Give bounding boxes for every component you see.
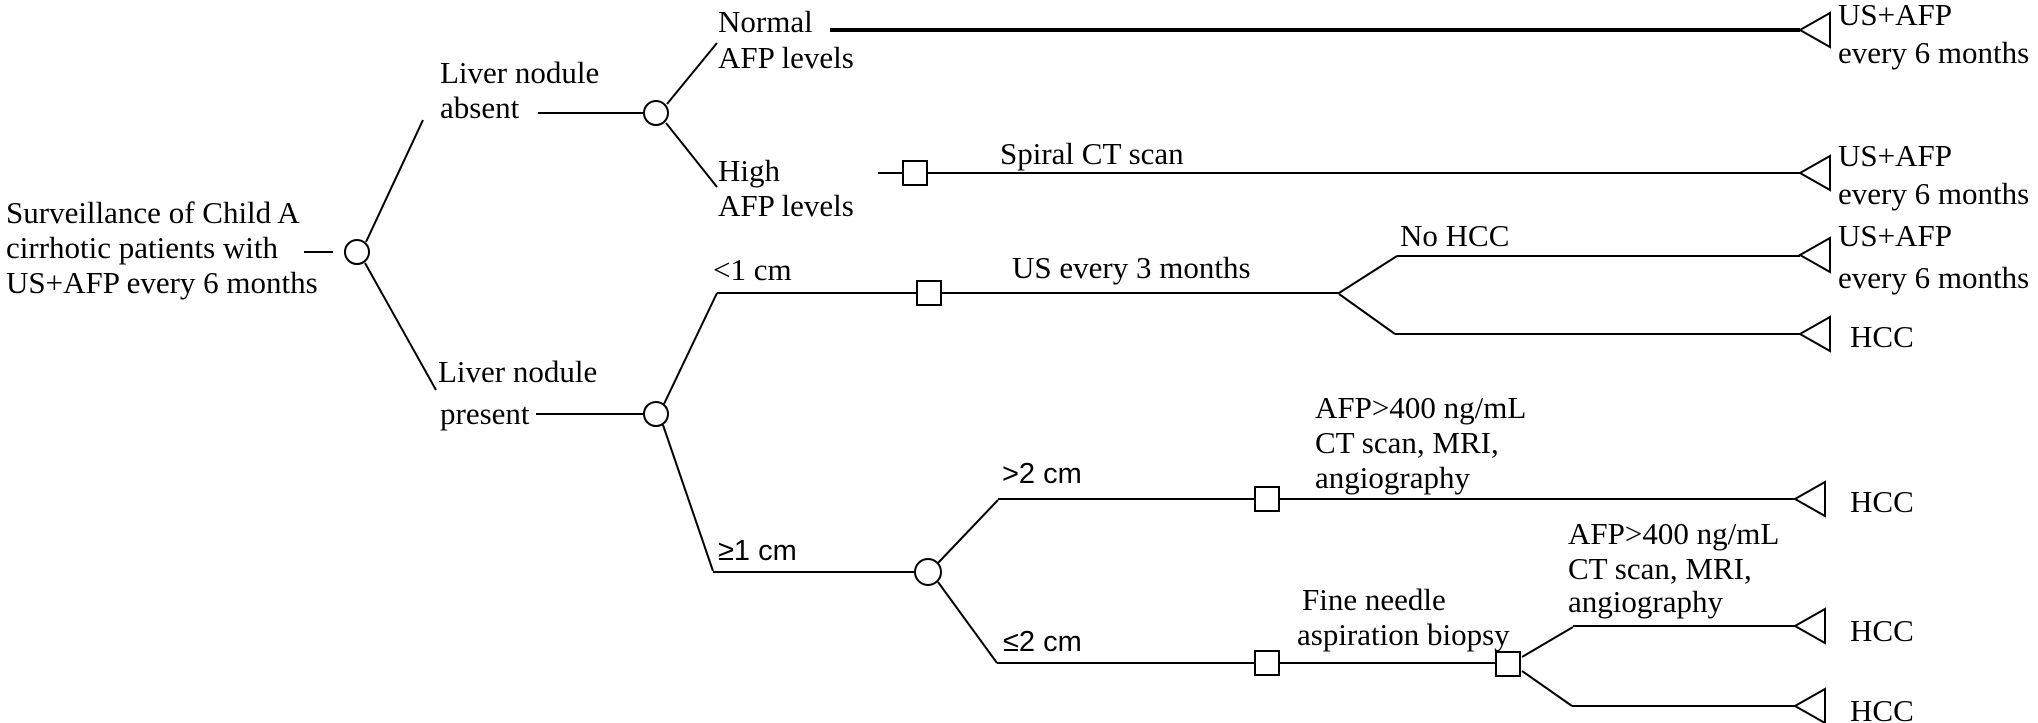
outcome-hcc4: HCC xyxy=(1850,693,1914,723)
outcome-usafp3-line2: every 6 months xyxy=(1838,260,2029,295)
outcome-usafp1-line2: every 6 months xyxy=(1838,35,2029,70)
absent-label-line1: Liver nodule xyxy=(440,55,599,90)
root-label-line2: cirrhotic patients with xyxy=(6,230,279,265)
high-afp-label-line1: High xyxy=(718,153,781,188)
branch-present-diagonal xyxy=(364,262,437,391)
outcome-usafp2-line1: US+AFP xyxy=(1838,138,1952,173)
terminal-node-biopsy-hcc-lower-icon xyxy=(1792,687,1826,723)
outcome-hcc2: HCC xyxy=(1850,484,1914,519)
high-afp-label-line2: AFP levels xyxy=(718,188,854,223)
terminal-node-biopsy-hcc-upper-icon xyxy=(1792,607,1826,645)
biopsy-pos-action-line2: CT scan, MRI, xyxy=(1568,551,1752,586)
branch-high-afp-diagonal xyxy=(665,122,718,188)
us-every-3-months-label: US every 3 months xyxy=(1012,250,1251,285)
tree-connectors xyxy=(304,28,1800,707)
ge1cm-label: ≥1 cm xyxy=(718,535,797,567)
decision-node-gt2cm-icon xyxy=(1254,486,1280,512)
normal-afp-label-line2: AFP levels xyxy=(718,40,854,75)
absent-label-line2: absent xyxy=(440,90,520,125)
chance-node-nodule-absent-icon xyxy=(643,100,669,126)
root-label-line1: Surveillance of Child A xyxy=(6,195,300,230)
branch-hcc-surveillance-diagonal xyxy=(1338,293,1396,335)
decision-node-le2cm-icon xyxy=(1254,650,1280,676)
gt2cm-action-line1: AFP>400 ng/mL xyxy=(1315,390,1526,425)
no-hcc-label: No HCC xyxy=(1400,218,1509,253)
branch-no-hcc-diagonal xyxy=(1338,255,1398,294)
present-label-line2: present xyxy=(440,396,530,431)
branch-absent-diagonal xyxy=(365,119,424,243)
decision-node-lt1cm-icon xyxy=(916,280,942,306)
terminal-node-normal-afp-icon xyxy=(1797,11,1831,49)
outcome-hcc1: HCC xyxy=(1850,319,1914,354)
terminal-node-high-afp-icon xyxy=(1797,154,1831,192)
outcome-usafp2-line2: every 6 months xyxy=(1838,176,2029,211)
terminal-node-no-hcc-icon xyxy=(1797,236,1831,274)
gt2cm-action-line2: CT scan, MRI, xyxy=(1315,425,1499,460)
decision-node-high-afp-icon xyxy=(902,160,928,186)
spiral-ct-scan-label: Spiral CT scan xyxy=(1000,136,1184,171)
gt2cm-label: >2 cm xyxy=(1002,458,1082,490)
gt2cm-action-line3: angiography xyxy=(1315,460,1470,495)
le2cm-label: ≤2 cm xyxy=(1003,626,1082,658)
present-label-line1: Liver nodule xyxy=(438,354,597,389)
biopsy-pos-action-line1: AFP>400 ng/mL xyxy=(1568,516,1779,551)
chance-node-ge1cm-icon xyxy=(914,558,942,586)
outcome-hcc3: HCC xyxy=(1850,613,1914,648)
chance-node-root-icon xyxy=(344,239,370,265)
branch-le2cm-diagonal xyxy=(937,581,998,664)
decision-node-biopsy-fork-icon xyxy=(1495,651,1521,677)
biopsy-pos-action-line3: angiography xyxy=(1568,584,1723,619)
branch-normal-afp-diagonal xyxy=(666,42,718,105)
chance-node-nodule-present-icon xyxy=(643,401,669,427)
terminal-node-gt2cm-hcc-icon xyxy=(1792,480,1826,518)
fine-needle-label-line1: Fine needle xyxy=(1302,582,1446,617)
lt1cm-label: <1 cm xyxy=(713,252,792,287)
outcome-usafp1-line1: US+AFP xyxy=(1838,0,1952,32)
branch-biopsy-hcc-upper-diagonal xyxy=(1521,626,1574,658)
branch-gt2cm-diagonal xyxy=(937,499,999,564)
root-label-line3: US+AFP every 6 months xyxy=(6,265,318,300)
terminal-node-hcc-surveillance-icon xyxy=(1797,315,1831,353)
outcome-usafp3-line1: US+AFP xyxy=(1838,218,1952,253)
normal-afp-label-line1: Normal xyxy=(718,4,813,39)
branch-lt1cm-diagonal xyxy=(663,292,718,405)
branch-biopsy-hcc-lower-diagonal xyxy=(1521,670,1573,707)
branch-ge1cm-diagonal xyxy=(662,424,714,572)
fine-needle-label-line2: aspiration biopsy xyxy=(1297,617,1510,652)
